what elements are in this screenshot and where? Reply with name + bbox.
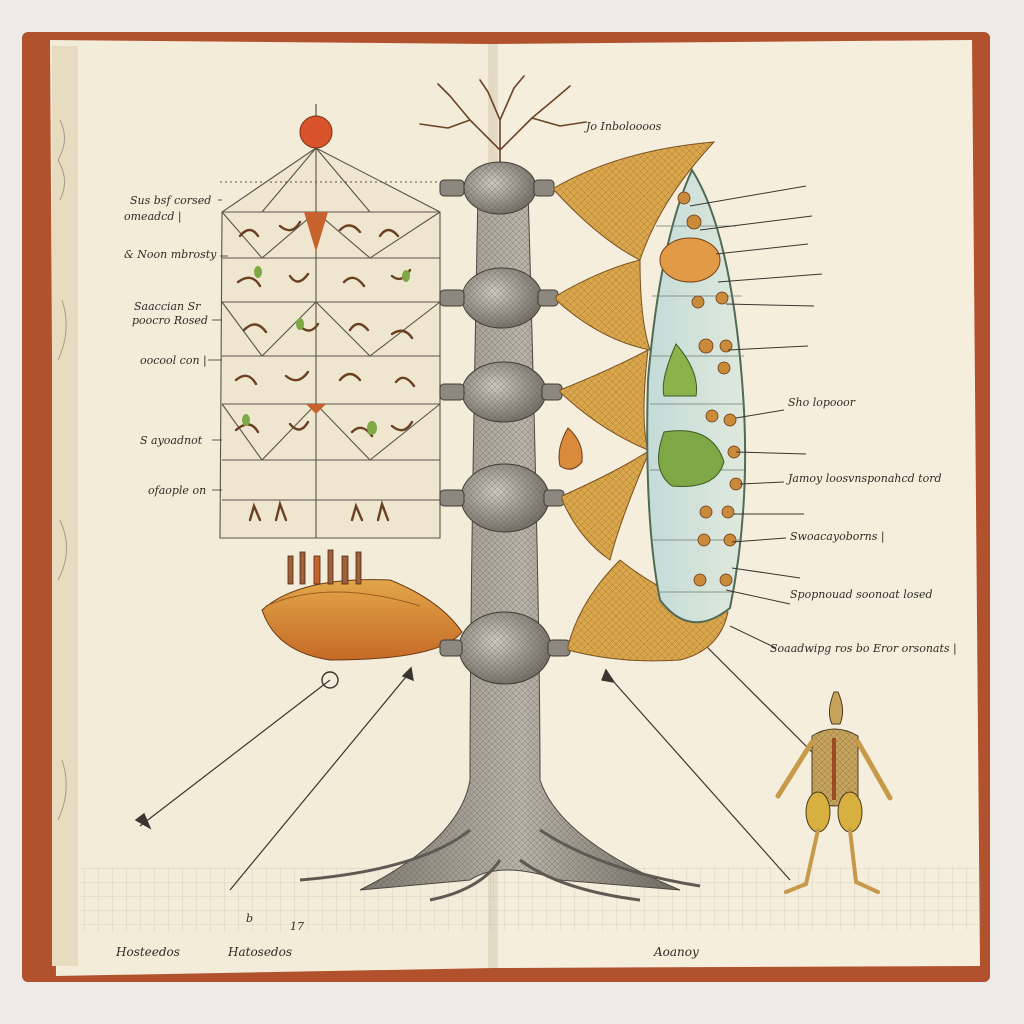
left-margin-strip bbox=[52, 46, 78, 966]
label-right-3: Jamoy loosvnsponahcd tord bbox=[786, 472, 942, 485]
label-left-3: & Noon mbrosty bbox=[124, 248, 217, 261]
label-left-8: ofaople on bbox=[148, 484, 206, 497]
lattice-frame-icon bbox=[219, 147, 441, 539]
footer-left-2: Hatosedos bbox=[227, 945, 292, 959]
label-right-5: Spopnouad soonoat losed bbox=[790, 588, 933, 601]
floor-grid bbox=[80, 866, 986, 932]
tree-crown-icon bbox=[419, 75, 587, 181]
vertebral-trunk-icon bbox=[299, 161, 701, 902]
plate-mark-1: b bbox=[246, 912, 253, 925]
label-right-4: Swoacayoborns | bbox=[790, 530, 885, 544]
label-left-4: Saaccian Sr bbox=[134, 300, 201, 313]
right-labels: Jo Inboloooos Sho lopooor Jamoy loosvnsp… bbox=[584, 120, 957, 656]
pointer-lines bbox=[139, 639, 821, 891]
orange-sphere-icon bbox=[299, 115, 333, 149]
specimen-bowl bbox=[261, 549, 463, 661]
footer-left-1: Hosteedos bbox=[115, 945, 180, 959]
label-right-1: Jo Inboloooos bbox=[584, 120, 662, 133]
capsule-leader-lines bbox=[689, 185, 823, 649]
lattice-leaves bbox=[242, 266, 410, 435]
label-left-1: Sus bsf corsed bbox=[130, 194, 211, 207]
arrow-marker-icon bbox=[134, 666, 616, 830]
footer-right-1: Aoanoy bbox=[653, 945, 699, 959]
left-labels: Sus bsf corsed omeadcd | & Noon mbrosty … bbox=[124, 194, 217, 497]
lattice-wings bbox=[553, 141, 729, 662]
label-left-6: oocool con | bbox=[140, 354, 207, 368]
humanoid-figure-icon bbox=[775, 691, 893, 894]
label-left-2: omeadcd | bbox=[124, 210, 182, 224]
seed-pod bbox=[558, 427, 583, 470]
margin-sketch bbox=[57, 119, 68, 821]
label-right-2: Sho lopooor bbox=[788, 396, 856, 409]
plate-mark-2: 17 bbox=[290, 920, 304, 933]
label-left-7: S ayoadnot bbox=[140, 434, 203, 447]
left-label-rules bbox=[208, 199, 228, 491]
label-right-6: Soaadwipg ros bo Eror orsonats | bbox=[770, 642, 957, 656]
label-left-5: poocro Rosed bbox=[132, 314, 208, 327]
seed-capsule-icon bbox=[646, 167, 747, 624]
